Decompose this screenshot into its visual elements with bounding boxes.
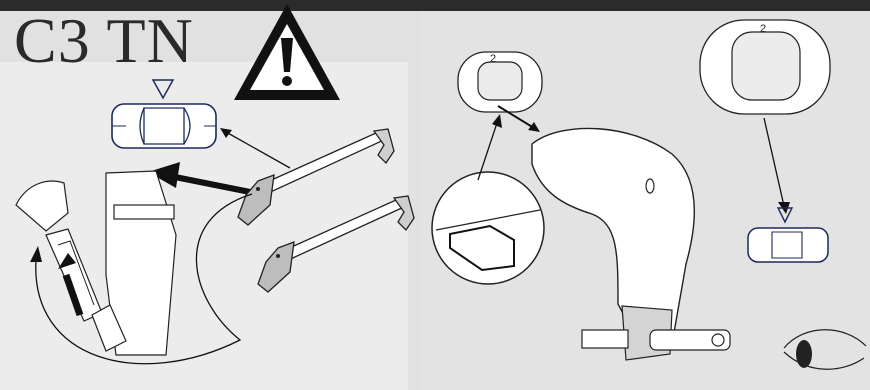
insert-arrow xyxy=(497,105,540,132)
direction-arrows xyxy=(148,128,291,195)
page-title: C3 TN xyxy=(14,5,194,76)
person-holding-tool xyxy=(15,170,177,356)
roof-bar-top xyxy=(237,128,395,226)
cover-small: 2 xyxy=(457,51,543,113)
zoom-pointer xyxy=(477,114,502,181)
cover-small-number: 2 xyxy=(490,53,496,65)
roof-bar-bottom xyxy=(257,195,415,293)
eye-icon xyxy=(783,329,867,370)
car-top-view-icon-right xyxy=(747,207,829,263)
guide-curve xyxy=(30,193,253,365)
car-top-view-icon xyxy=(111,79,217,149)
cover-large: 2 xyxy=(699,19,831,115)
warning-triangle-icon xyxy=(234,4,340,100)
cover-large-number: 2 xyxy=(760,23,766,35)
detail-zoom-circle xyxy=(431,171,545,285)
roof-foot xyxy=(531,127,731,361)
top-band xyxy=(0,0,870,11)
